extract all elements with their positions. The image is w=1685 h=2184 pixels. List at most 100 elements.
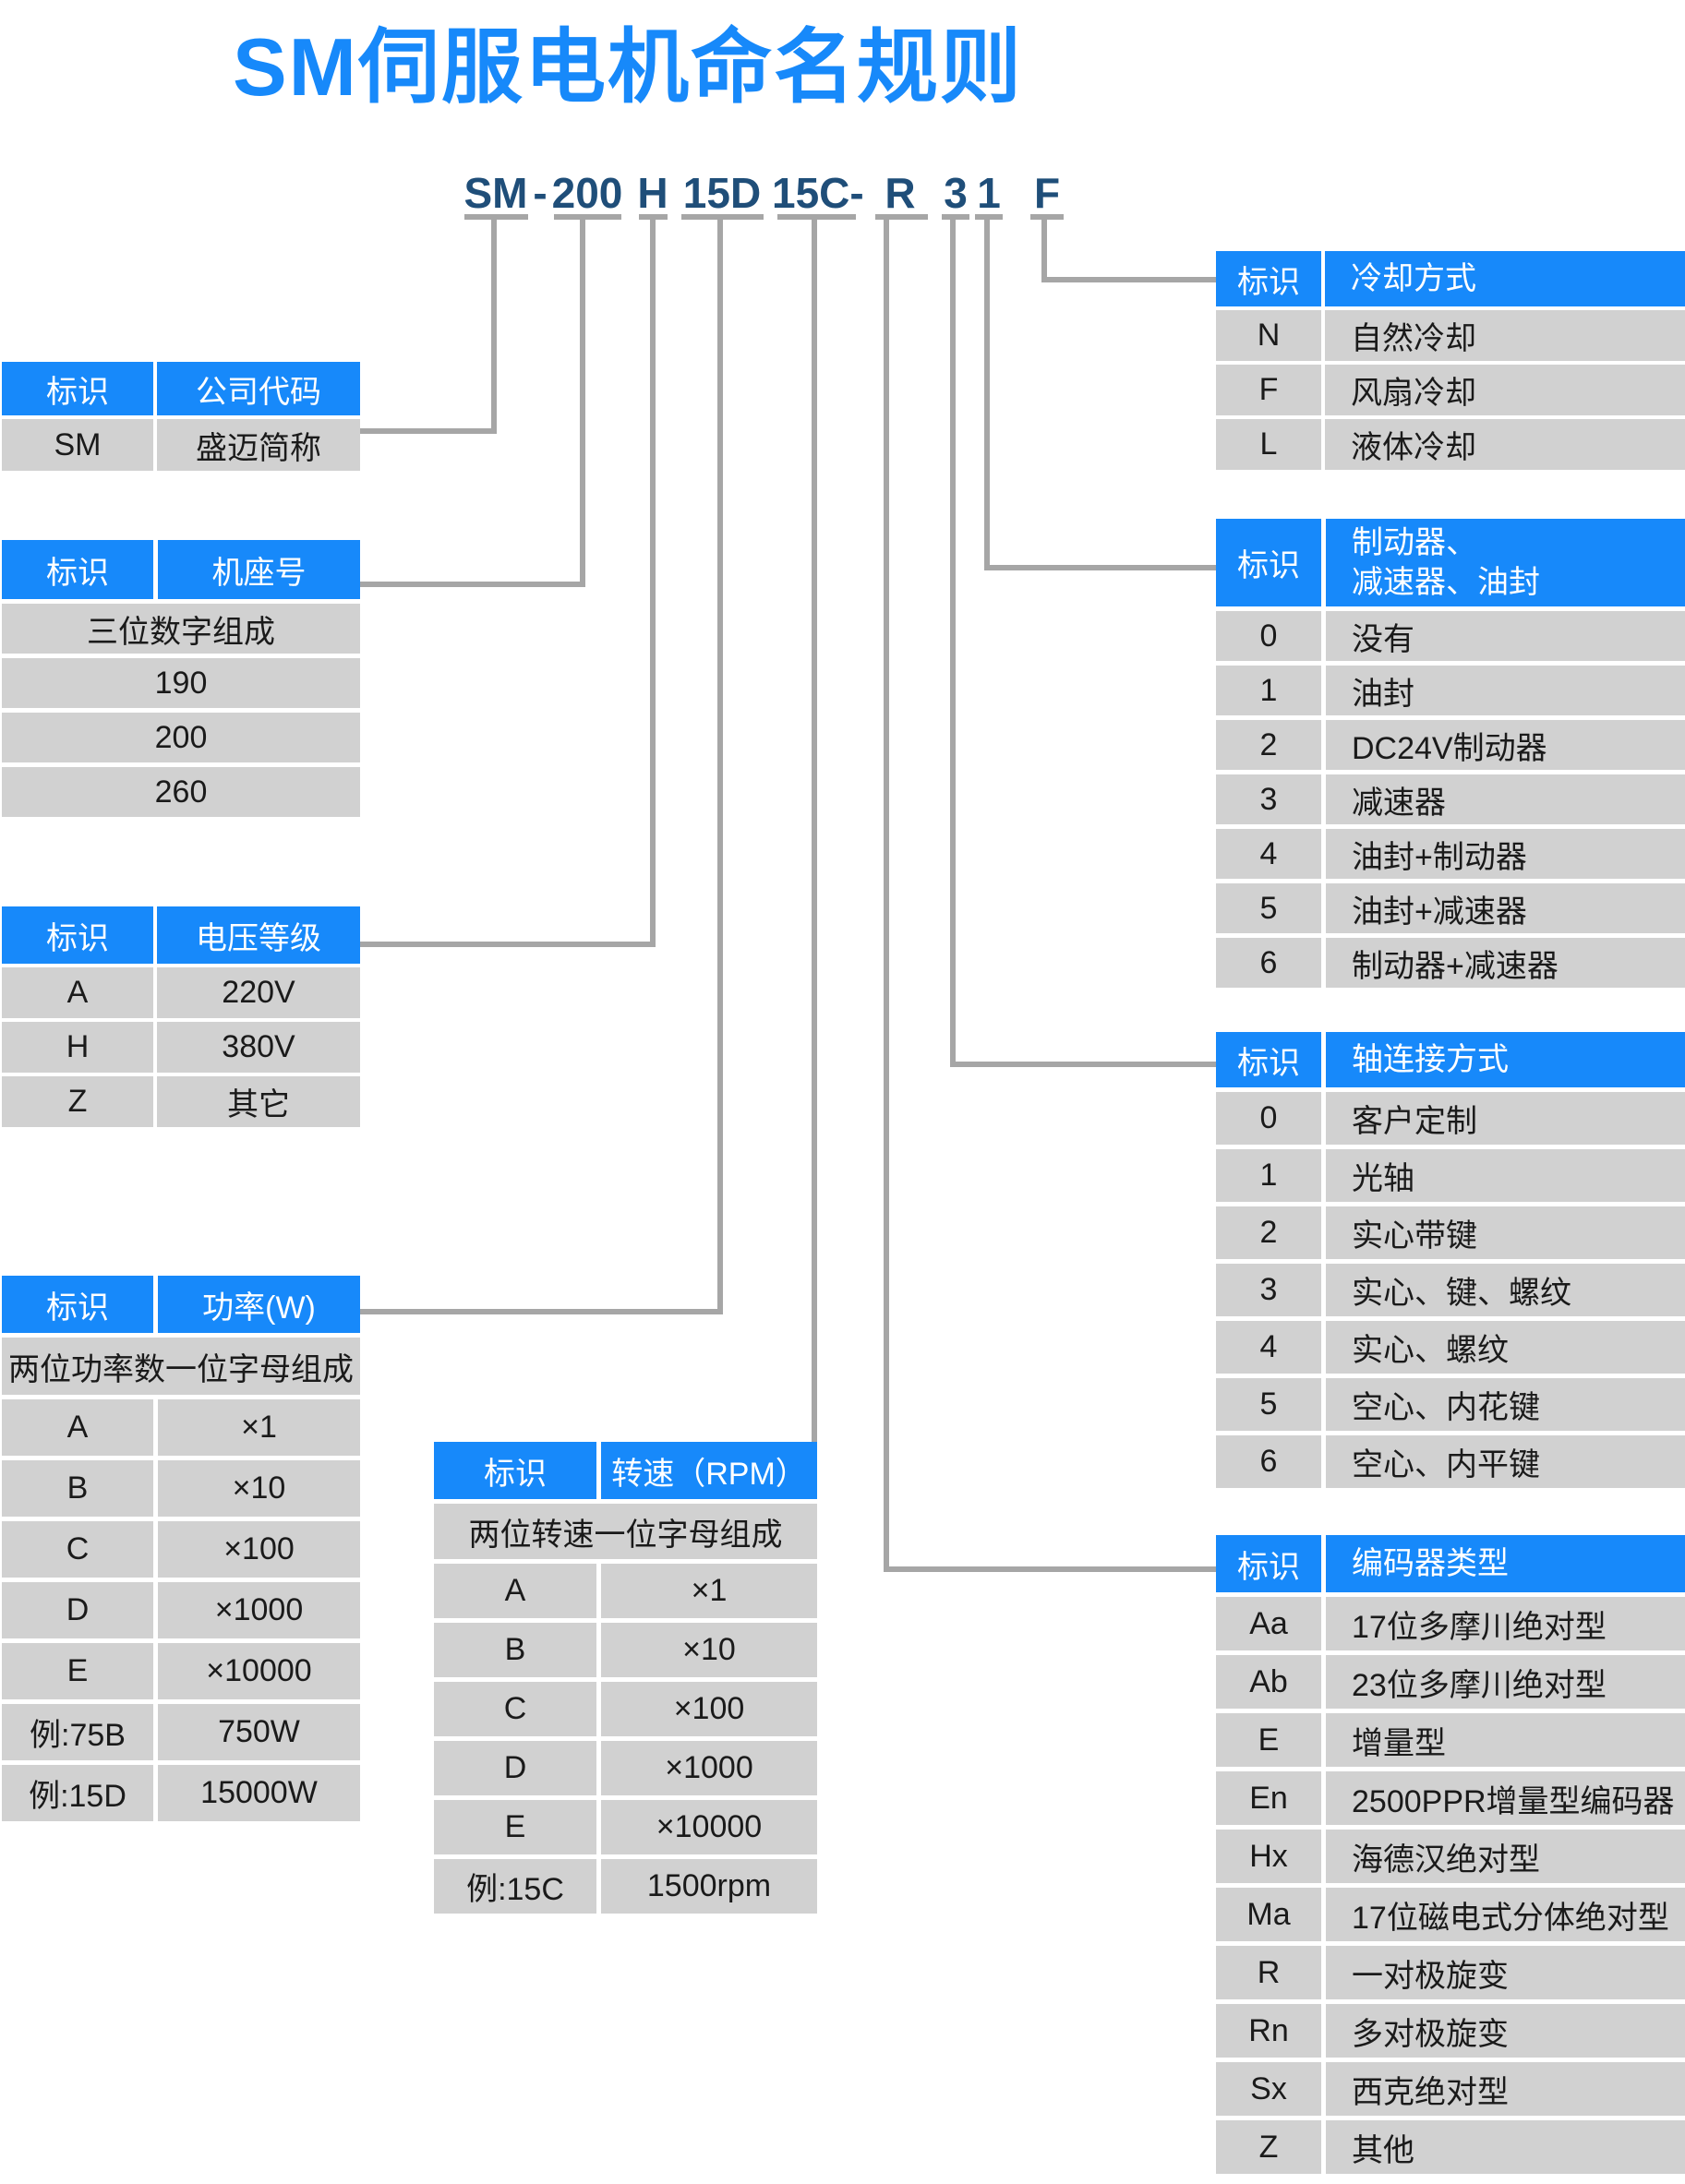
table-header-row: 标识公司代码 <box>2 362 360 415</box>
code-cell: 5 <box>1216 1378 1321 1431</box>
table-row: 三位数字组成 <box>2 604 360 654</box>
description-cell: 多对极旋变 <box>1326 2004 1685 2058</box>
code-cell: 0 <box>1216 1092 1321 1145</box>
header-cell: 轴连接方式 <box>1326 1032 1685 1087</box>
description-cell: 减速器 <box>1326 774 1685 824</box>
table-row: 两位转速一位字母组成 <box>434 1504 817 1559</box>
description-cell: 没有 <box>1326 611 1685 661</box>
table-header-row: 标识轴连接方式 <box>1216 1032 1685 1087</box>
model-token-dash: - <box>533 169 548 217</box>
code-cell: Ma <box>1216 1888 1321 1941</box>
header-cell: 冷却方式 <box>1325 251 1685 306</box>
span-cell: 190 <box>2 658 360 708</box>
description-cell: ×1000 <box>601 1741 817 1795</box>
model-token-200: 200 <box>551 169 623 217</box>
connector-r-vertical <box>884 220 889 1572</box>
model-underline-3 <box>942 214 969 220</box>
code-cell: Aa <box>1216 1597 1321 1650</box>
model-token-15c: 15C- <box>772 169 864 217</box>
table-row: 两位功率数一位字母组成 <box>2 1338 360 1395</box>
description-cell: DC24V制动器 <box>1326 720 1685 770</box>
description-cell: 实心带键 <box>1326 1206 1685 1259</box>
description-cell: 其它 <box>157 1076 360 1127</box>
connector-h-horizontal <box>360 942 656 947</box>
description-cell: 油封+减速器 <box>1326 883 1685 933</box>
code-cell: Rn <box>1216 2004 1321 2058</box>
code-cell: 1 <box>1216 1149 1321 1202</box>
connector-1-vertical <box>984 220 990 570</box>
description-cell: 380V <box>157 1022 360 1073</box>
description-cell: 220V <box>157 967 360 1018</box>
code-cell: A <box>434 1564 596 1618</box>
code-cell: B <box>2 1460 153 1517</box>
table-row: D×1000 <box>434 1741 817 1795</box>
code-cell: 0 <box>1216 611 1321 661</box>
code-cell: C <box>2 1521 153 1578</box>
code-cell: A <box>2 1399 153 1456</box>
page-title: SM伺服电机命名规则 <box>232 21 1023 113</box>
code-cell: E <box>1216 1713 1321 1767</box>
table-header-row: 标识功率(W) <box>2 1276 360 1333</box>
header-cell: 机座号 <box>158 540 360 599</box>
code-cell: 2 <box>1216 720 1321 770</box>
table-row: C×100 <box>434 1682 817 1736</box>
description-cell: ×10 <box>158 1460 360 1517</box>
header-cell: 标识 <box>434 1442 596 1499</box>
header-cell: 制动器、 减速器、油封 <box>1326 519 1685 606</box>
description-cell: 海德汉绝对型 <box>1326 1830 1685 1883</box>
model-token-sm: SM <box>463 169 528 217</box>
table-row: E×10000 <box>2 1643 360 1699</box>
connector-sm-vertical <box>491 220 497 434</box>
description-cell: ×10000 <box>601 1800 817 1854</box>
span-cell: 三位数字组成 <box>2 604 360 654</box>
model-underline-r <box>875 214 928 220</box>
description-cell: ×10000 <box>158 1643 360 1699</box>
description-cell: 自然冷却 <box>1325 310 1685 361</box>
code-cell: L <box>1216 419 1321 470</box>
header-cell: 转速（RPM） <box>601 1442 817 1499</box>
code-cell: 6 <box>1216 1435 1321 1488</box>
code-cell: 6 <box>1216 938 1321 988</box>
connector-f-vertical <box>1041 220 1047 282</box>
header-cell: 公司代码 <box>157 362 360 415</box>
description-cell: 增量型 <box>1326 1713 1685 1767</box>
description-cell: ×1 <box>158 1399 360 1456</box>
code-cell: SM <box>2 419 153 471</box>
table-row: A×1 <box>434 1564 817 1618</box>
description-cell: 空心、内平键 <box>1326 1435 1685 1488</box>
code-cell: R <box>1216 1946 1321 1999</box>
description-cell: ×1000 <box>158 1582 360 1638</box>
model-underline-15d <box>681 214 764 220</box>
description-cell: 17位磁电式分体绝对型 <box>1326 1888 1685 1941</box>
header-cell: 电压等级 <box>157 906 360 964</box>
connector-f-horizontal <box>1041 277 1216 282</box>
model-token-r: R <box>885 169 916 217</box>
header-cell: 标识 <box>1216 1535 1321 1592</box>
code-cell: B <box>434 1623 596 1677</box>
description-cell: 一对极旋变 <box>1326 1946 1685 1999</box>
span-cell: 200 <box>2 713 360 762</box>
connector-3-vertical <box>950 220 956 1067</box>
